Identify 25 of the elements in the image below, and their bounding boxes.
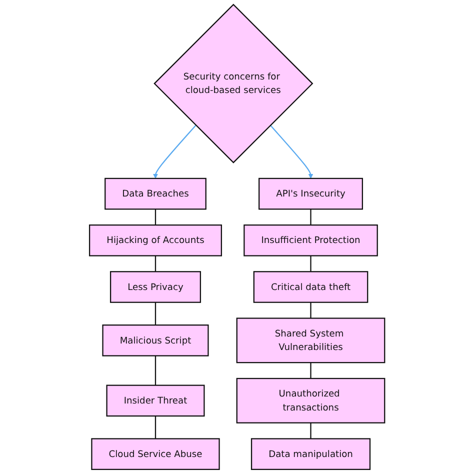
connector xyxy=(310,209,312,226)
node-box: Insider Threat xyxy=(106,384,205,417)
node-box: Malicious Script xyxy=(102,324,209,356)
connector xyxy=(154,256,156,272)
node-box: Hijacking of Accounts xyxy=(88,224,222,256)
node-box: API's Insecurity xyxy=(258,178,363,210)
node-box: Unauthorized transactions xyxy=(236,378,386,424)
node-box: Data manipulation xyxy=(250,438,370,470)
connector xyxy=(310,362,312,378)
node-box: Shared System Vulnerabilities xyxy=(236,318,386,364)
connector xyxy=(310,422,312,439)
node-box: Less Privacy xyxy=(110,271,201,303)
connector xyxy=(154,416,156,439)
connector xyxy=(310,256,312,272)
connector xyxy=(154,209,156,226)
node-diamond: Security concerns for cloud-based services xyxy=(154,4,314,164)
arrow xyxy=(152,124,196,179)
connector xyxy=(310,302,312,318)
node-box: Critical data theft xyxy=(253,271,368,303)
node-box: Insufficient Protection xyxy=(244,224,378,256)
arrow xyxy=(270,124,314,179)
connector xyxy=(154,302,156,326)
node-box: Cloud Service Abuse xyxy=(91,438,220,470)
connector xyxy=(154,356,156,386)
node-box: Data Breaches xyxy=(104,178,206,210)
